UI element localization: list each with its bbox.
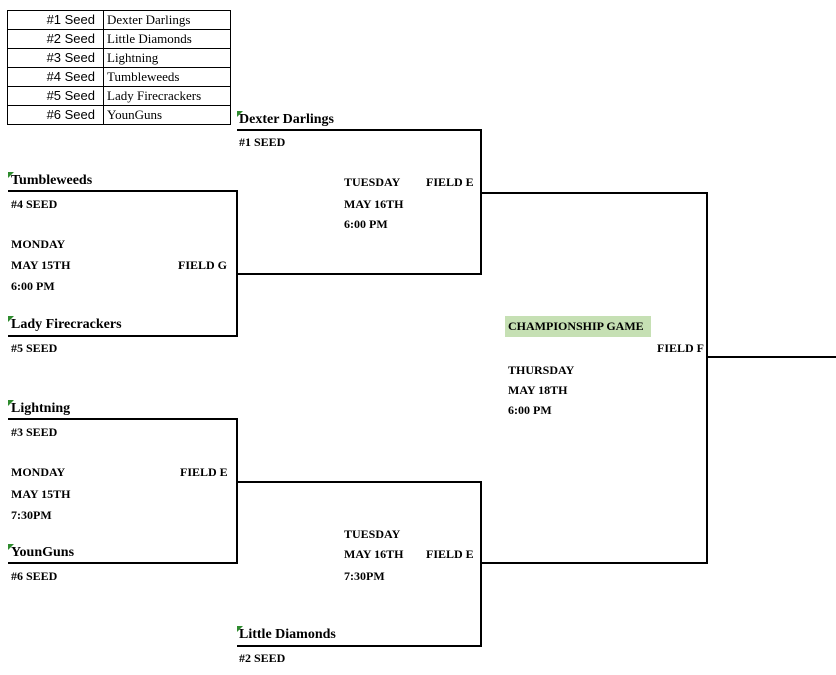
game2-date: MAY 15TH <box>11 487 71 501</box>
seed-lightning: #3 SEED <box>11 425 58 439</box>
bracket-line-game2-vertical <box>236 418 238 564</box>
seed-number: #4 Seed <box>7 67 104 87</box>
bracket-line-lightning <box>8 418 238 420</box>
seed-team: Dexter Darlings <box>103 10 231 30</box>
seed-number: #2 Seed <box>7 29 104 49</box>
game3-field: FIELD E <box>426 175 474 189</box>
seed-number: #5 Seed <box>7 86 104 106</box>
bracket-line-semi1-vertical <box>480 129 482 275</box>
seed-team: Lightning <box>103 48 231 68</box>
seed-firecrackers: #5 SEED <box>11 341 58 355</box>
game2-day: MONDAY <box>11 465 66 479</box>
seed-diamonds: #2 SEED <box>239 651 286 665</box>
game1-time: 6:00 PM <box>11 279 55 293</box>
seed-team: YounGuns <box>103 105 231 125</box>
seed-number: #1 Seed <box>7 10 104 30</box>
game2-field: FIELD E <box>180 465 228 479</box>
bracket-line-firecrackers <box>8 335 238 337</box>
seed-tumbleweeds: #4 SEED <box>11 197 58 211</box>
cell-comment-marker <box>237 626 243 632</box>
game3-time: 6:00 PM <box>344 217 388 231</box>
bracket-line-game1-vertical <box>236 190 238 337</box>
championship-date: MAY 18TH <box>508 383 568 397</box>
seed-team: Lady Firecrackers <box>103 86 231 106</box>
bracket-line-game2-winner <box>237 481 482 483</box>
seed-number: #3 Seed <box>7 48 104 68</box>
game1-date: MAY 15TH <box>11 258 71 272</box>
game4-date: MAY 16TH <box>344 547 404 561</box>
bracket-line-semi2-winner <box>480 562 708 564</box>
seed-team: Tumbleweeds <box>103 67 231 87</box>
team-younguns: YounGuns <box>11 545 75 560</box>
bracket-line-younguns <box>8 562 238 564</box>
bracket-line-dexter <box>237 129 482 131</box>
seed-dexter: #1 SEED <box>239 135 286 149</box>
game4-field: FIELD E <box>426 547 474 561</box>
championship-field: FIELD F <box>657 341 705 355</box>
team-lightning: Lightning <box>11 401 71 416</box>
seed-younguns: #6 SEED <box>11 569 58 583</box>
seed-number: #6 Seed <box>7 105 104 125</box>
team-tumbleweeds: Tumbleweeds <box>11 173 93 188</box>
game1-field: FIELD G <box>178 258 228 272</box>
team-diamonds: Little Diamonds <box>239 627 336 642</box>
bracket-line-tumbleweeds <box>8 190 238 192</box>
championship-time: 6:00 PM <box>508 403 552 417</box>
game1-day: MONDAY <box>11 237 66 251</box>
cell-comment-marker <box>8 400 14 406</box>
bracket-line-game1-winner <box>237 273 482 275</box>
championship-highlight <box>505 316 651 337</box>
game3-day: TUESDAY <box>344 175 401 189</box>
seed-team: Little Diamonds <box>103 29 231 49</box>
cell-comment-marker <box>8 316 14 322</box>
bracket-line-final-vertical <box>706 192 708 564</box>
bracket-line-semi1-winner <box>480 192 708 194</box>
bracket-line-semi2-vertical <box>480 481 482 647</box>
championship-label: CHAMPIONSHIP GAME <box>508 319 644 333</box>
cell-comment-marker <box>8 544 14 550</box>
game4-time: 7:30PM <box>344 569 385 583</box>
game4-day: TUESDAY <box>344 527 401 541</box>
team-dexter: Dexter Darlings <box>239 112 334 127</box>
game3-date: MAY 16TH <box>344 197 404 211</box>
team-firecrackers: Lady Firecrackers <box>11 317 122 332</box>
game2-time: 7:30PM <box>11 508 52 522</box>
championship-day: THURSDAY <box>508 363 575 377</box>
bracket-line-champion <box>706 356 836 358</box>
cell-comment-marker <box>8 172 14 178</box>
bracket-line-diamonds <box>237 645 482 647</box>
cell-comment-marker <box>237 111 243 117</box>
